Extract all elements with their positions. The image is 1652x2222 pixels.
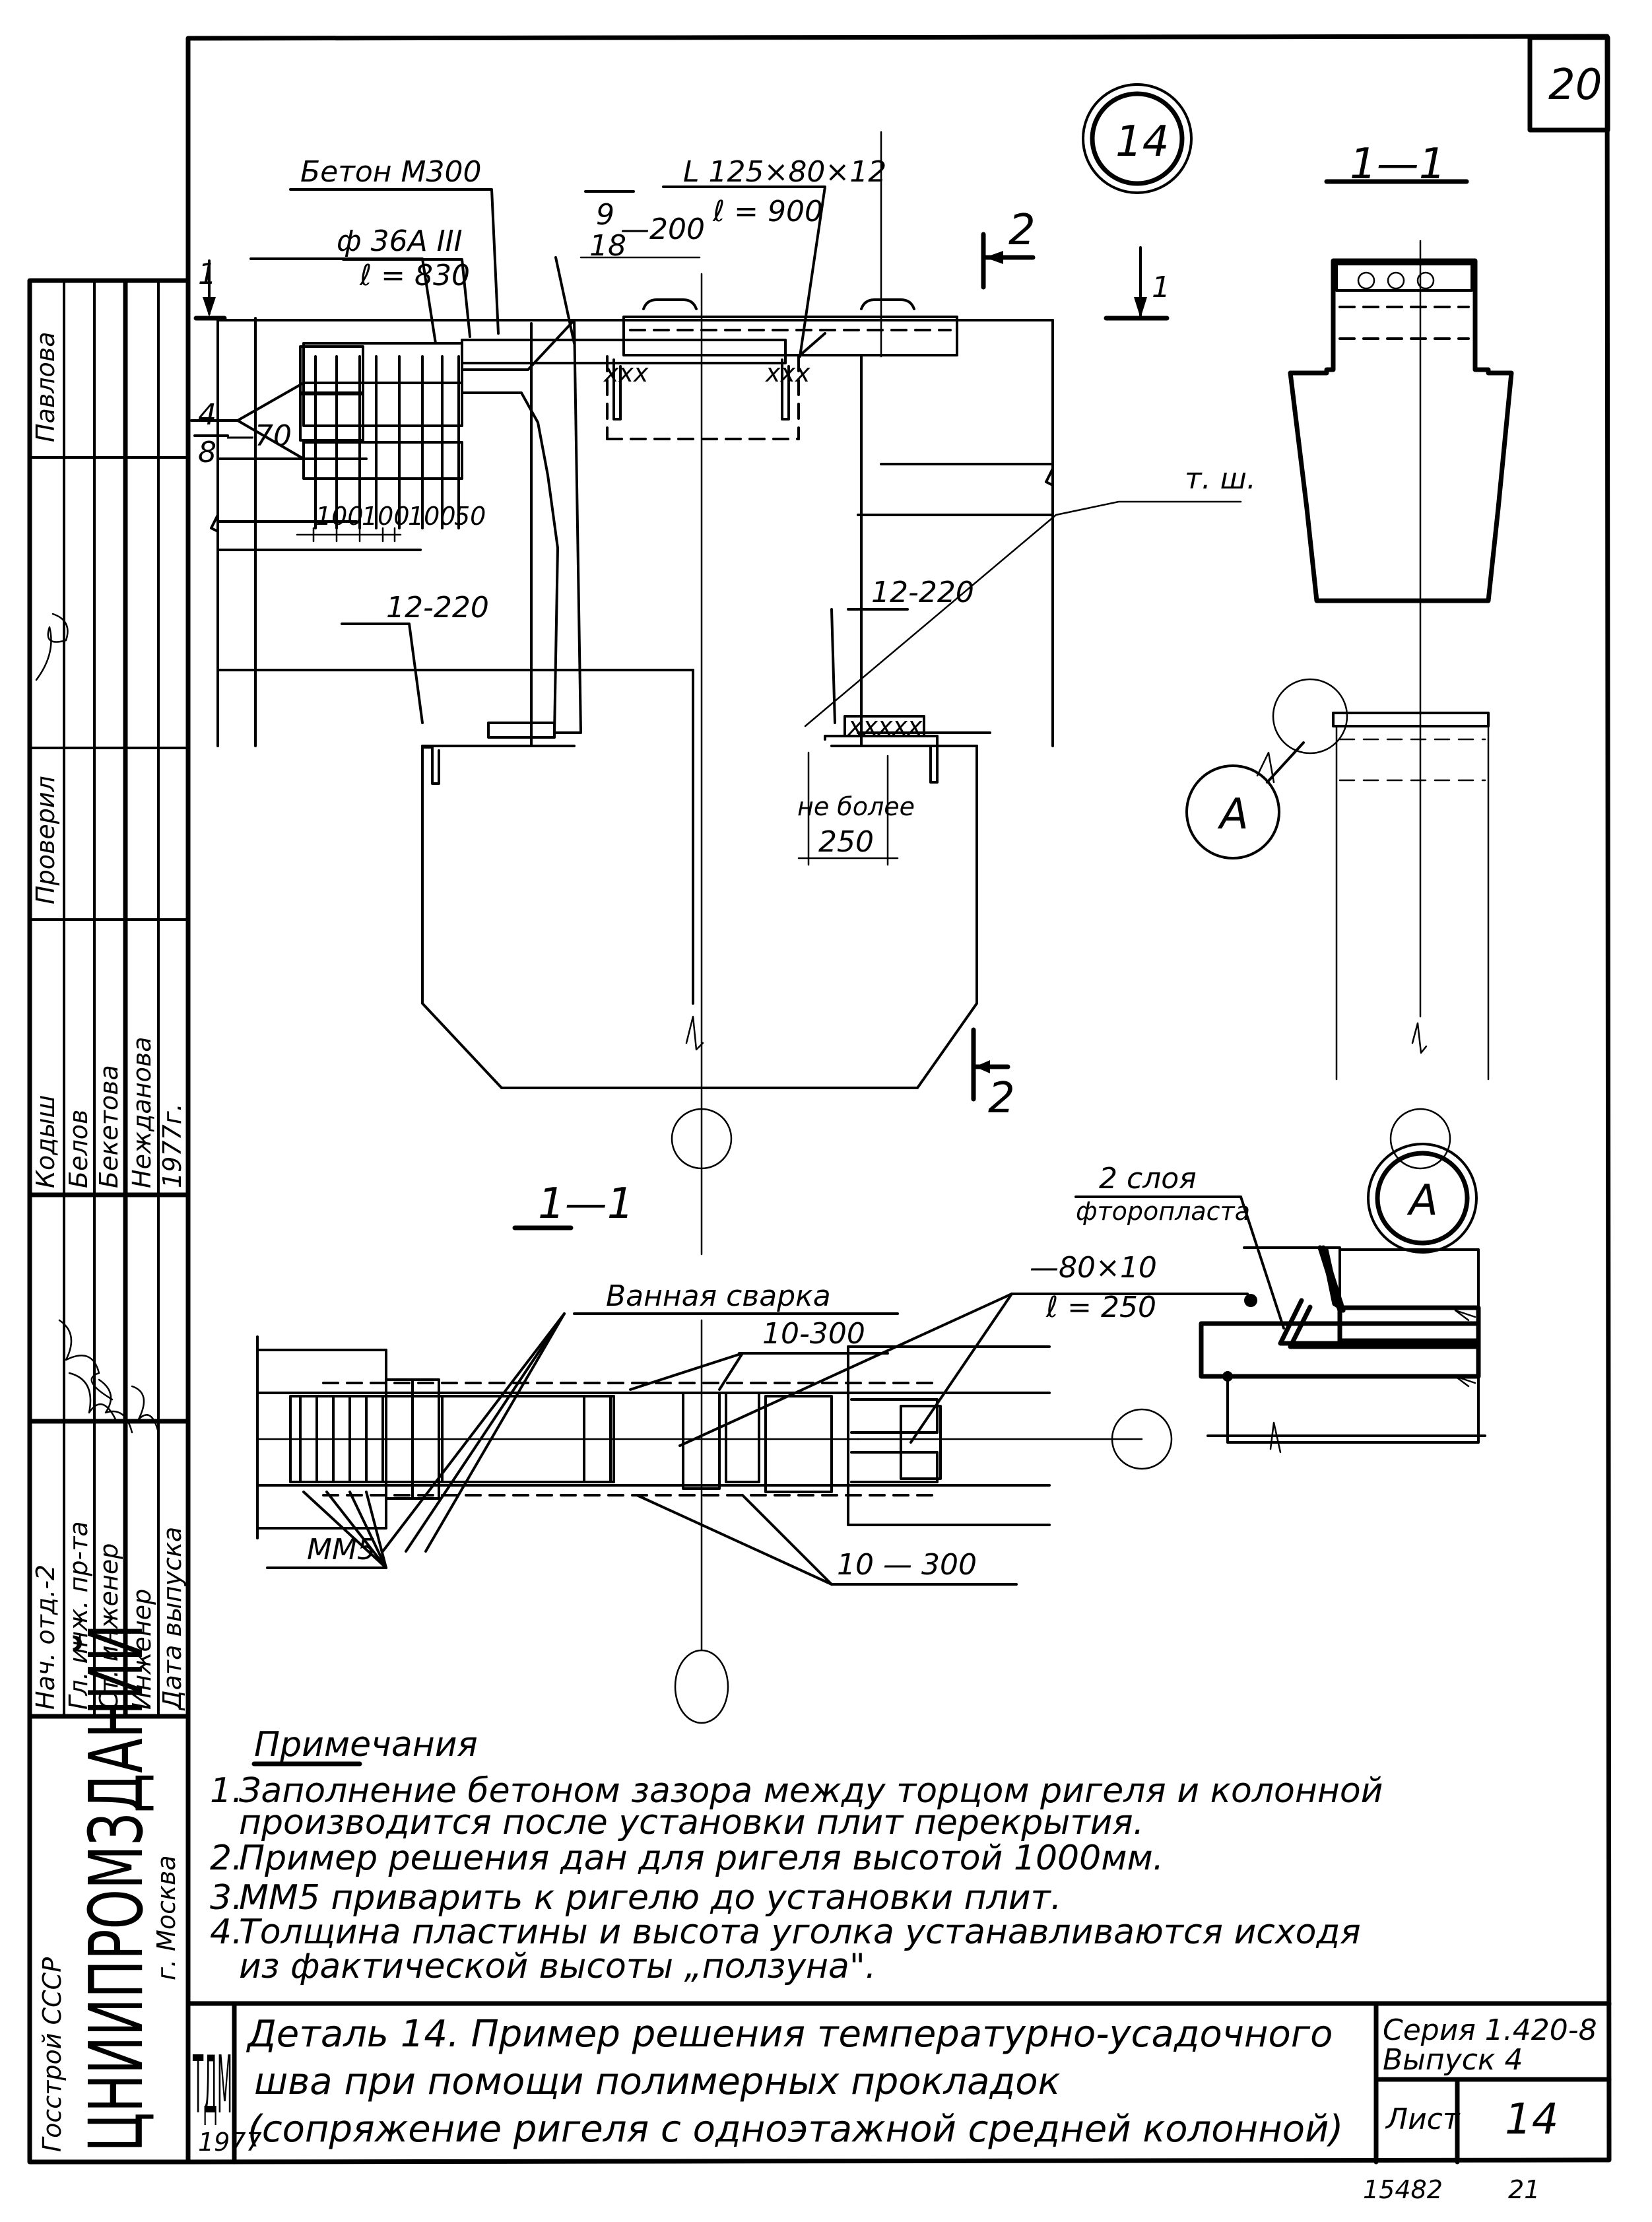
notes-list: 1. Заполнение бетоном зазора между торцо… xyxy=(210,1771,1383,1986)
label-weld-12-220-right: 12-220 xyxy=(871,576,974,609)
note-2-num: 2. xyxy=(210,1838,243,1878)
detail-14-marker xyxy=(1082,83,1193,194)
stamp-role-2: Гл. инж. пр-та xyxy=(64,1521,93,1710)
leader-lines-section xyxy=(266,1293,1249,1586)
stamp-name-1: Кодыш xyxy=(31,1095,60,1188)
label-gap-seam: т. ш. xyxy=(1185,462,1256,496)
notes-heading: Примечания xyxy=(254,1725,478,1765)
label-bath-weld: Ванная сварка xyxy=(606,1279,831,1313)
footer-code: 15482 xyxy=(1363,2175,1443,2204)
label-weld-12-220-left: 12-220 xyxy=(386,591,489,624)
detail-A-label: A xyxy=(1406,1176,1438,1225)
section-cut-1-left xyxy=(193,259,227,321)
note-1-line-2: производится после установки плит перекр… xyxy=(239,1803,1144,1842)
dim-2: 100 xyxy=(362,502,410,531)
stamp-top-name: Павлова xyxy=(31,332,60,442)
svg-text:xxx: xxx xyxy=(603,358,649,387)
leader-lines-plan xyxy=(190,131,1242,727)
dim-1: 100 xyxy=(315,502,364,531)
label-weld-9: 9 xyxy=(596,198,614,232)
callout-A-label: A xyxy=(1217,790,1249,839)
note-4-num: 4. xyxy=(210,1912,243,1952)
axis-marker-center xyxy=(671,1108,733,1170)
cut-2-top-label: 2 xyxy=(1008,206,1036,255)
stamp-role-1: Нач. отд.-2 xyxy=(31,1565,60,1710)
sheet-number-top: 20 xyxy=(1548,61,1602,110)
org-name: ЦНИИПРОМЗДАНИЙ xyxy=(73,1624,160,2152)
org-top: Госстрой СССР xyxy=(38,1957,67,2152)
stamp-role-4: Инженер xyxy=(127,1589,156,1710)
detail-A-callout-ring xyxy=(1272,678,1348,755)
label-stirrup-70: —70 xyxy=(226,419,292,453)
dim-3: 100 xyxy=(408,502,456,531)
stamp-name-3: Бекетова xyxy=(94,1065,123,1188)
label-max: не более xyxy=(797,792,915,821)
label-layers-count: 2 слоя xyxy=(1099,1162,1197,1195)
stamp-name-5: 1977г. xyxy=(158,1103,187,1188)
label-plate-size: —80×10 xyxy=(1030,1251,1157,1285)
note-2-line-1: Пример решения дан для ригеля высотой 10… xyxy=(239,1838,1164,1878)
title-line-3: (сопряжение ригеля с одноэтажной средней… xyxy=(248,2108,1343,2151)
org-city: г. Москва xyxy=(152,1855,181,1980)
stamp-checked-label: Проверил xyxy=(31,776,60,904)
title-block xyxy=(185,2001,1612,2165)
series-label: Серия 1.420-8 xyxy=(1383,2013,1597,2047)
section-cut-2-bottom xyxy=(971,1027,1010,1102)
stamp-name-2: Белов xyxy=(64,1110,93,1188)
note-3-num: 3. xyxy=(210,1878,243,1918)
beam-joint-section xyxy=(256,1319,1173,1724)
detail-A-drawing xyxy=(1074,1195,1486,1454)
axis-marker-bottom xyxy=(674,1649,729,1724)
title-year: 1977 xyxy=(198,2128,262,2157)
svg-text:xxx: xxx xyxy=(765,358,810,387)
label-stirrup-4: 4 xyxy=(198,398,216,432)
cut-1-right-label: 1 xyxy=(1152,271,1170,304)
stamp-column xyxy=(27,278,191,2165)
label-weld-10-300-top: 10-300 xyxy=(762,1317,865,1351)
stamp-role-3: Ст. инженер xyxy=(94,1543,123,1710)
footer-page: 21 xyxy=(1508,2175,1540,2204)
section-cut-1-right xyxy=(1104,246,1170,321)
label-plate-length: ℓ = 250 xyxy=(1045,1291,1156,1324)
issue-label: Выпуск 4 xyxy=(1383,2043,1523,2077)
note-4-line-2: из фактической высоты „ползуна". xyxy=(239,1947,876,1986)
note-4-line-1: Толщина пластины и высота уголка устанав… xyxy=(239,1912,1361,1952)
label-mesh-mm5: ММ5 xyxy=(307,1533,376,1566)
axis-marker-section xyxy=(1111,1408,1173,1470)
detail-A-marker xyxy=(1367,1143,1478,1254)
title-logo: ТДМ xyxy=(193,2040,232,2132)
note-3-line-1: ММ5 приварить к ригелю до установки плит… xyxy=(239,1878,1061,1918)
detail-14-label: 14 xyxy=(1115,118,1169,166)
stamp-role-5: Дата выпуска xyxy=(158,1527,187,1711)
label-weld-18: 18 xyxy=(589,229,626,263)
label-rebar: ф 36А III xyxy=(337,224,463,258)
view-title-section-bottom: 1—1 xyxy=(538,1180,634,1229)
label-layers-material: фторопласта xyxy=(1076,1197,1250,1226)
column-section xyxy=(1272,240,1514,1170)
note-1-num: 1. xyxy=(210,1771,243,1811)
label-weld-200: —200 xyxy=(620,213,705,246)
label-angle-size: L 125×80×12 xyxy=(683,155,886,189)
title-line-1: Деталь 14. Пример решения температурно-у… xyxy=(246,2013,1333,2056)
dim-4: 50 xyxy=(454,502,486,531)
title-line-2: шва при помощи полимерных прокладок xyxy=(254,2060,1060,2103)
note-1-line-1: Заполнение бетоном зазора между торцом р… xyxy=(239,1771,1383,1811)
label-max-value: 250 xyxy=(818,825,874,859)
signatures xyxy=(35,613,160,1434)
label-weld-10-300-bottom: 10 — 300 xyxy=(837,1548,977,1582)
label-rebar-length: ℓ = 830 xyxy=(359,259,470,292)
callout-A xyxy=(1185,741,1305,859)
cut-1-left-label: 1 xyxy=(198,257,216,291)
label-angle-length: ℓ = 900 xyxy=(712,195,823,228)
joint-elevation: xxx xxx xxxxx xyxy=(210,273,1054,1256)
stamp-name-4: Нежданова xyxy=(127,1036,156,1188)
sheet-label: Лист xyxy=(1385,2103,1461,2136)
label-stirrup-8: 8 xyxy=(198,436,216,469)
section-cut-2-top xyxy=(981,232,1036,290)
axis-marker-right xyxy=(1389,1108,1451,1170)
sheet-value: 14 xyxy=(1505,2095,1558,2144)
label-concrete-grade: Бетон М300 xyxy=(300,155,482,189)
cut-2-bottom-label: 2 xyxy=(988,1074,1015,1123)
